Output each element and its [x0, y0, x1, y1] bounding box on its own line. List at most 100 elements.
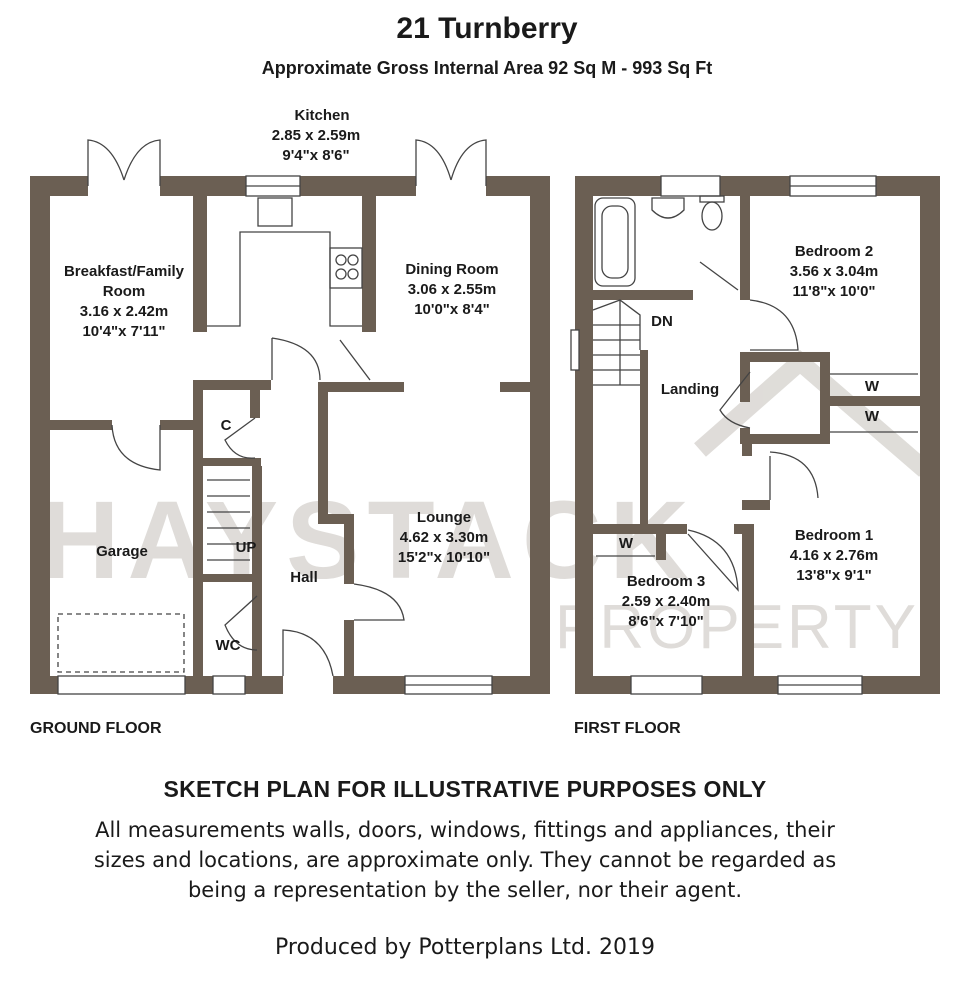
- breakfast-metric: 3.16 x 2.42m: [80, 303, 168, 320]
- wall: [252, 466, 262, 584]
- bath-icon: [594, 197, 636, 287]
- wall: [300, 176, 416, 196]
- hob-ring: [347, 268, 359, 280]
- wall: [30, 676, 58, 694]
- wall: [203, 380, 271, 390]
- watermark-line2: PROPERTY: [555, 593, 919, 662]
- wall: [203, 458, 261, 466]
- hob-ring: [335, 254, 347, 266]
- bedroom2-imperial: 11'8"x 10'0": [792, 283, 875, 300]
- wall: [575, 176, 593, 694]
- wall: [500, 382, 530, 392]
- kitchen-imperial: 9'4"x 8'6": [282, 147, 349, 164]
- sink-icon: [257, 197, 293, 227]
- watermark-roof-icon: [694, 350, 931, 477]
- window: [630, 675, 703, 695]
- french-door: [123, 139, 161, 186]
- wall: [492, 676, 550, 694]
- wall: [185, 676, 213, 694]
- wall: [742, 444, 752, 456]
- watermark: HAYSTACK PROPERTY: [40, 350, 931, 662]
- room-labels-ground: Kitchen 2.85 x 2.59m 9'4"x 8'6" Breakfas…: [64, 107, 499, 654]
- breakfast-name-1: Breakfast/Family: [64, 263, 185, 280]
- wall: [160, 176, 246, 196]
- ground-floor-plan: [30, 176, 550, 694]
- wall: [820, 352, 830, 444]
- first-floor-plan: [575, 176, 940, 694]
- kitchen-metric: 2.85 x 2.59m: [272, 127, 360, 144]
- disclaimer-text: All measurements walls, doors, windows, …: [0, 815, 930, 905]
- wall: [252, 582, 262, 676]
- garage-name: Garage: [96, 543, 148, 560]
- basin-icon: [651, 197, 685, 219]
- landing-name: Landing: [661, 381, 719, 398]
- wall: [720, 176, 790, 196]
- toilet-icon: [701, 201, 723, 231]
- wall: [740, 352, 830, 362]
- window: [570, 329, 580, 371]
- hob-ring: [347, 254, 359, 266]
- wall: [245, 676, 283, 694]
- window: [212, 675, 246, 695]
- french-door: [450, 139, 487, 186]
- floor-plan: HAYSTACK PROPERTY: [30, 107, 940, 695]
- cupboard-name: C: [221, 417, 232, 434]
- wall: [830, 396, 920, 406]
- disclaimer-line: All measurements walls, doors, windows, …: [95, 818, 835, 842]
- ground-floor-label: GROUND FLOOR: [30, 720, 162, 737]
- first-floor-label: FIRST FLOOR: [574, 720, 681, 737]
- wall: [193, 380, 203, 676]
- stairs-icon: [207, 479, 250, 561]
- wall: [734, 524, 754, 534]
- bedroom1-imperial: 13'8"x 9'1": [796, 567, 872, 584]
- dining-name: Dining Room: [405, 261, 498, 278]
- wall: [740, 434, 830, 444]
- door-swing: [111, 424, 161, 471]
- ground-floor-fittings: [57, 139, 493, 695]
- watermark-line1: HAYSTACK: [40, 479, 697, 602]
- disclaimer-heading: SKETCH PLAN FOR ILLUSTRATIVE PURPOSES ON…: [163, 776, 767, 802]
- stairs-dn-label: DN: [651, 313, 673, 330]
- wall: [593, 290, 693, 300]
- wall: [740, 196, 750, 300]
- bedroom1-name: Bedroom 1: [795, 527, 873, 544]
- wall: [920, 176, 940, 694]
- door-swing: [353, 583, 405, 621]
- wall: [344, 514, 354, 584]
- hall-name: Hall: [290, 569, 318, 586]
- wall: [656, 534, 666, 560]
- french-door: [415, 139, 452, 186]
- cistern: [699, 195, 725, 203]
- breakfast-imperial: 10'4"x 7'11": [82, 323, 165, 340]
- lounge-imperial: 15'2"x 10'10": [398, 549, 490, 566]
- door-swing: [719, 371, 751, 429]
- dining-imperial: 10'0"x 8'4": [414, 301, 490, 318]
- first-floor-fittings: [570, 175, 918, 695]
- wall: [318, 382, 404, 392]
- plan-title: 21 Turnberry: [396, 12, 578, 45]
- wall: [575, 176, 661, 196]
- hob-ring: [335, 268, 347, 280]
- wall: [362, 196, 376, 332]
- kitchen-counter: [207, 231, 362, 327]
- wall: [740, 362, 750, 402]
- wall: [318, 392, 328, 518]
- stairs-icon: [592, 299, 641, 386]
- door-swing: [749, 299, 799, 351]
- wall: [318, 514, 354, 524]
- wardrobe-c-label: W: [619, 535, 634, 552]
- bedroom1-metric: 4.16 x 2.76m: [790, 547, 878, 564]
- wall: [250, 390, 260, 418]
- wall: [640, 350, 648, 530]
- disclaimer-line: sizes and locations, are approximate onl…: [93, 848, 837, 872]
- door-swing: [224, 417, 256, 459]
- wall: [193, 196, 207, 332]
- bedroom3-imperial: 8'6"x 7'10": [628, 613, 704, 630]
- wall: [333, 676, 405, 694]
- wall: [702, 676, 778, 694]
- dining-metric: 3.06 x 2.55m: [408, 281, 496, 298]
- door-swing: [271, 337, 321, 381]
- wall: [742, 500, 770, 510]
- wall: [575, 676, 631, 694]
- wall: [742, 534, 754, 676]
